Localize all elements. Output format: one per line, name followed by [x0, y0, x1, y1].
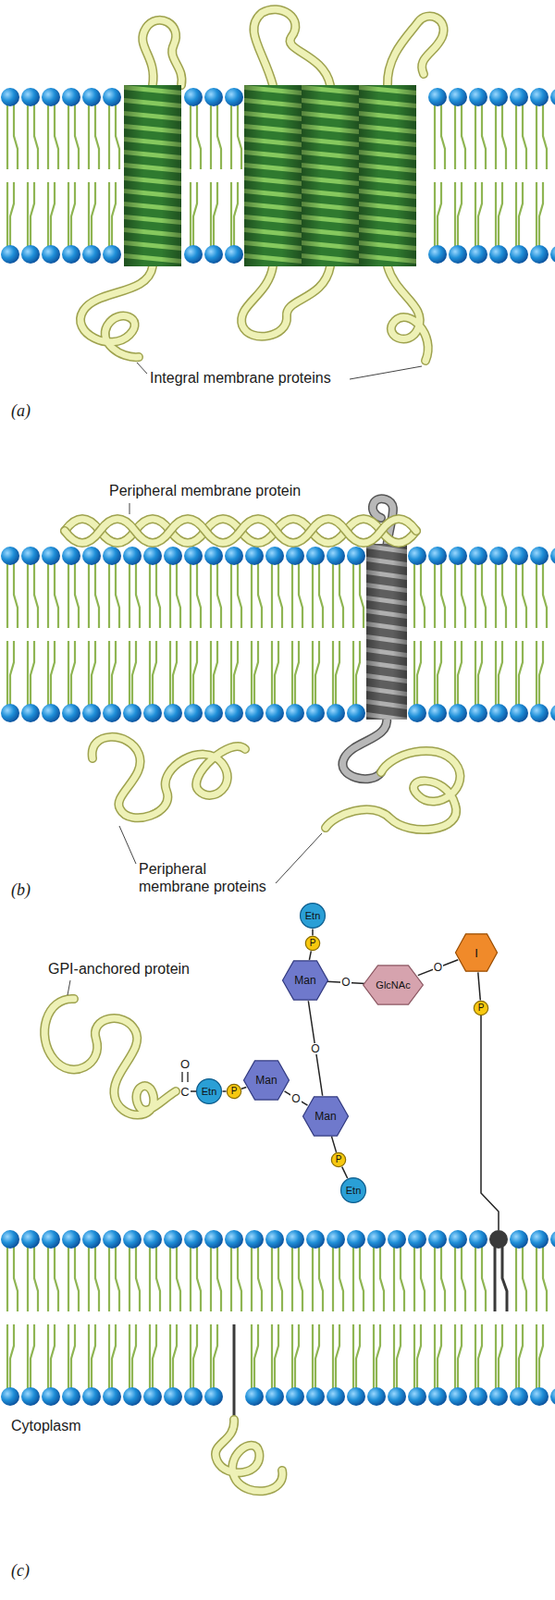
- oxygen-label: O: [290, 1093, 301, 1105]
- inositol-hexagon: I: [455, 933, 498, 973]
- node-text: Etn: [345, 1185, 362, 1197]
- bond-line: [308, 1000, 322, 1096]
- part-label: GPI-anchored protein: [48, 960, 190, 978]
- lipid-anchored-protein: [215, 1324, 283, 1492]
- lipid-bilayer: [0, 1230, 555, 1406]
- panel-letter: (a): [11, 401, 31, 422]
- oxygen-label: O: [340, 976, 351, 988]
- panel-letter: (b): [11, 880, 31, 901]
- node-outline: [455, 934, 497, 972]
- bond-line: [284, 1091, 309, 1106]
- part-label: Cytoplasm: [11, 1417, 82, 1435]
- mannose-hexagon: Man: [282, 960, 329, 1001]
- node-outline: [341, 1178, 367, 1204]
- part-label: Integral membrane proteins: [149, 369, 332, 387]
- leader-line: [136, 362, 148, 374]
- gpi-lipid-anchor: [481, 1015, 508, 1312]
- node-text: Man: [314, 1110, 336, 1123]
- transmembrane-helices: [123, 85, 417, 267]
- panel-letter: (c): [11, 1561, 30, 1582]
- node-outline: [473, 1000, 488, 1015]
- bond-line: [241, 1086, 247, 1089]
- node-text: GlcNAc: [375, 980, 410, 991]
- leader-line: [67, 980, 71, 996]
- bond-line: [222, 1090, 227, 1093]
- part-label: O: [180, 1058, 190, 1071]
- node-outline: [244, 1060, 290, 1100]
- glcnac-hexagon: GlcNAc: [362, 964, 424, 1006]
- protein-loops: [80, 9, 444, 361]
- leader-line: [119, 826, 136, 864]
- node-text: Etn: [305, 911, 321, 922]
- leader-line: [275, 833, 322, 884]
- phosphate-circle: P: [226, 1084, 242, 1099]
- mannose-hexagon: Man: [243, 1060, 290, 1101]
- node-text: I: [474, 947, 479, 960]
- oxygen-label: O: [309, 1043, 321, 1055]
- node-outline: [331, 1152, 346, 1167]
- ethanolamine-circle: Etn: [196, 1078, 222, 1105]
- node-outline: [303, 1097, 349, 1136]
- phosphate-circle: P: [305, 936, 321, 951]
- node-text: Man: [294, 974, 316, 987]
- node-outline: [363, 965, 424, 1005]
- node-text: P: [231, 1086, 238, 1097]
- node-text: P: [478, 1003, 485, 1013]
- node-text: P: [309, 938, 317, 949]
- peripheral-protein-band: [64, 518, 417, 543]
- bond-line: [308, 950, 311, 961]
- gpi-protein: [44, 999, 197, 1116]
- leader-line: [349, 366, 422, 380]
- peripheral-protein-blobs: [92, 737, 461, 830]
- node-outline: [300, 903, 326, 929]
- node-text: P: [335, 1155, 343, 1165]
- bond-line: [418, 960, 458, 976]
- lipid-bilayer: [0, 546, 555, 723]
- ethanolamine-circle: Etn: [340, 1177, 367, 1204]
- node-text: Etn: [201, 1086, 218, 1098]
- node-outline: [197, 1079, 222, 1105]
- bond-line: [331, 1136, 336, 1153]
- phosphate-circle: P: [473, 1000, 489, 1016]
- part-label: Peripheral membrane protein: [109, 481, 301, 500]
- part-label: C: [180, 1085, 189, 1098]
- ethanolamine-circle: Etn: [299, 902, 326, 929]
- mannose-hexagon: Man: [302, 1096, 349, 1137]
- bond-line: [342, 1167, 348, 1179]
- node-outline: [283, 961, 329, 1000]
- part-label: Peripheral membrane proteins: [138, 860, 280, 896]
- phosphate-circle: P: [331, 1152, 346, 1168]
- oxygen-label: O: [432, 962, 444, 974]
- node-text: Man: [255, 1074, 277, 1086]
- bond-line: [478, 972, 481, 1000]
- leader-line: [129, 503, 131, 515]
- node-outline: [226, 1084, 241, 1098]
- bond-line: [311, 929, 314, 937]
- node-outline: [305, 936, 320, 950]
